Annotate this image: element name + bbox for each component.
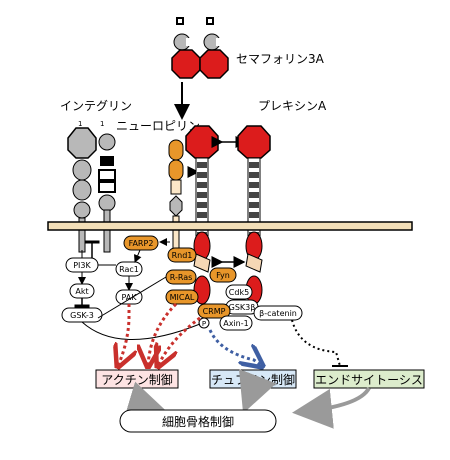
integrin-receptor <box>67 127 116 253</box>
crmp-node <box>197 303 231 319</box>
fyn-label: Fyn <box>216 271 230 280</box>
farp-rac-arrow <box>134 249 142 263</box>
cytoskeleton-box <box>119 409 277 433</box>
crmp-actin-arrow <box>158 316 201 366</box>
cell-membrane <box>47 221 413 231</box>
gsk3-label: GSK-3 <box>70 311 94 320</box>
axin1-node <box>219 315 253 331</box>
crmp-tubulin-arrow <box>208 329 262 366</box>
crmp-label: CRMP <box>203 307 226 316</box>
tubulin-label: チュブリン制御 <box>211 372 295 387</box>
farp2-node <box>123 235 159 251</box>
cytoskeleton-label: 細胞骨格制御 <box>162 414 234 429</box>
bcatenin-node <box>253 305 303 321</box>
mical-actin-arrow <box>148 302 178 366</box>
neuropilin-label: ニューロピリン <box>116 119 200 133</box>
pi3k-label: PI3K <box>73 261 91 270</box>
bcatenin-label: β-catenin <box>259 309 297 318</box>
plexin-receptor-1 <box>185 125 219 305</box>
rras-pi3k-line <box>97 276 167 319</box>
rnd1-node <box>167 247 197 263</box>
tubulin-merge-arrow <box>238 368 277 414</box>
mical-label: MICAL <box>170 293 195 302</box>
rras-label: R-Ras <box>170 273 193 282</box>
plexin-receptor-2 <box>237 125 271 305</box>
mical-node <box>165 289 199 305</box>
neuropilin-receptor <box>168 139 184 253</box>
endo-merge-arrow <box>292 386 371 429</box>
endocytosis-label: エンドサイトーシス <box>315 373 423 387</box>
integrin-sub-b: 1 <box>100 120 104 128</box>
gsk3-crmp-link <box>81 321 201 340</box>
sema3a-label: セマフォリン3A <box>236 52 325 66</box>
cdk5-node <box>225 284 253 300</box>
pak-label: PAK <box>121 293 137 302</box>
axin1-label: Axin-1 <box>223 319 248 328</box>
rnd1-label: Rnd1 <box>172 251 193 260</box>
integrin-sub-a: 1 <box>78 120 82 128</box>
farp2-label: FARP2 <box>129 239 154 248</box>
fyn-node <box>209 267 237 283</box>
sema3a-ligand <box>171 17 229 79</box>
plexin-label: プレキシンA <box>258 99 327 113</box>
phospho-label: P <box>202 320 206 328</box>
akt-label: Akt <box>75 287 88 296</box>
phospho-node <box>198 317 210 329</box>
integrin-label: インテグリン <box>60 99 132 113</box>
cdk5-label: Cdk5 <box>229 288 249 297</box>
pak-actin-arrow <box>118 304 129 366</box>
rac1-label: Rac1 <box>119 265 139 274</box>
gsk3b-label: GSK3β <box>229 303 256 312</box>
bcat-endo-line <box>291 319 341 367</box>
actin-merge-arrow <box>123 381 168 420</box>
actin-label: アクチン制御 <box>101 372 172 387</box>
